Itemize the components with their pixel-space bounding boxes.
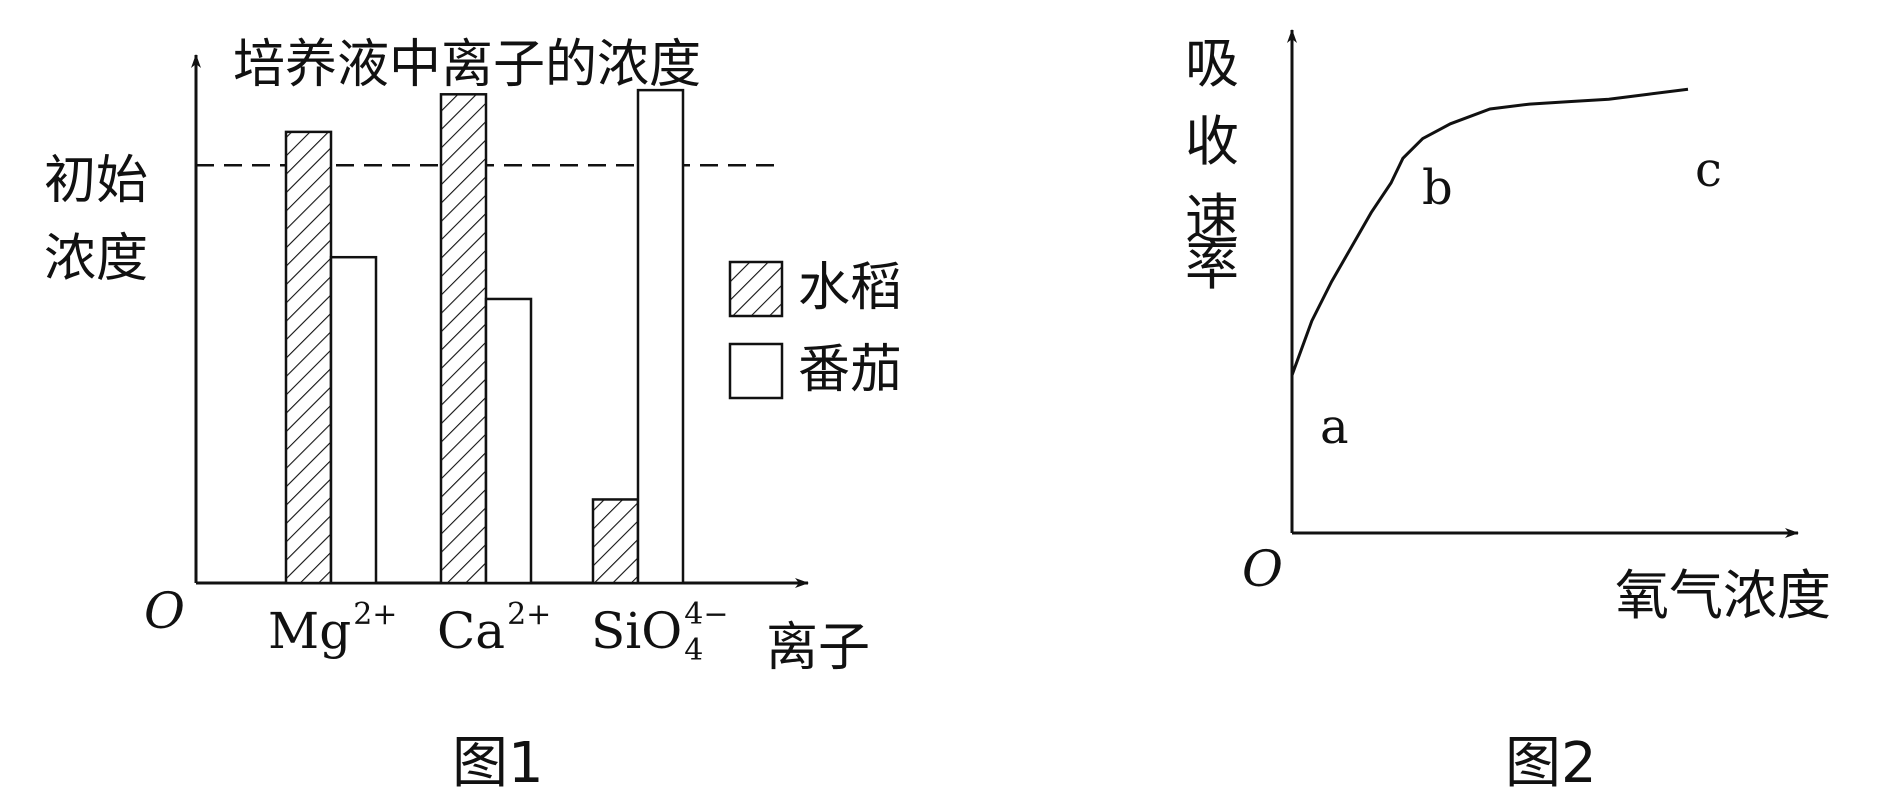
point-label-b: b [1422,160,1453,216]
bar-tomato-1 [329,255,378,585]
bar-rice-3 [591,498,640,585]
fig2-caption: 图2 [1505,731,1597,796]
bar-rice-1 [284,130,333,585]
legend-swatch-rice [728,260,784,318]
bar-tomato-3 [636,88,685,585]
initial-label-line2: 浓度 [44,229,148,289]
fig1-bars [284,88,685,585]
absorption-rate-curve [1290,87,1689,376]
legend-label-tomato: 番茄 [798,340,902,400]
fig2-y-title-char-1: 吸 [1185,32,1239,95]
ion-label-2: Ca [437,602,505,660]
ion-charge-1: 2+ [353,597,397,632]
point-label-a: a [1320,399,1349,455]
legend-label-rice: 水稻 [798,258,902,318]
ion-label-1: Mg [268,602,351,660]
fig1-origin: O [144,582,185,640]
point-label-c: c [1695,142,1722,198]
fig1-legend: 水稻 番茄 [728,258,902,400]
bar-tomato-2 [484,297,533,585]
bar-rice-2 [439,93,488,585]
fig2-origin: O [1242,540,1283,598]
ion-charge-3: 4− [684,597,728,632]
fig2-y-title-char-5: 率 [1185,234,1239,297]
fig2-y-title-char-2: 收 [1185,110,1239,173]
fig2-x-axis-title: 氧气浓度 [1615,564,1831,627]
initial-label-line1: 初始 [44,151,148,211]
figure2: 吸 收 速 率 O 氧气浓度 a b c 图2 [1185,29,1831,796]
fig1-y-axis-title: 培养液中离子的浓度 [233,35,701,95]
ion-label-3: SiO [591,602,682,660]
ion-charge-2: 2+ [507,597,551,632]
ion-subscript-3: 4 [684,633,703,668]
fig1-x-axis-title: 离子 [766,618,870,678]
fig2-y-title-char-3: 速 [1185,188,1239,251]
legend-swatch-tomato [728,342,784,400]
fig1-caption: 图1 [452,731,544,796]
